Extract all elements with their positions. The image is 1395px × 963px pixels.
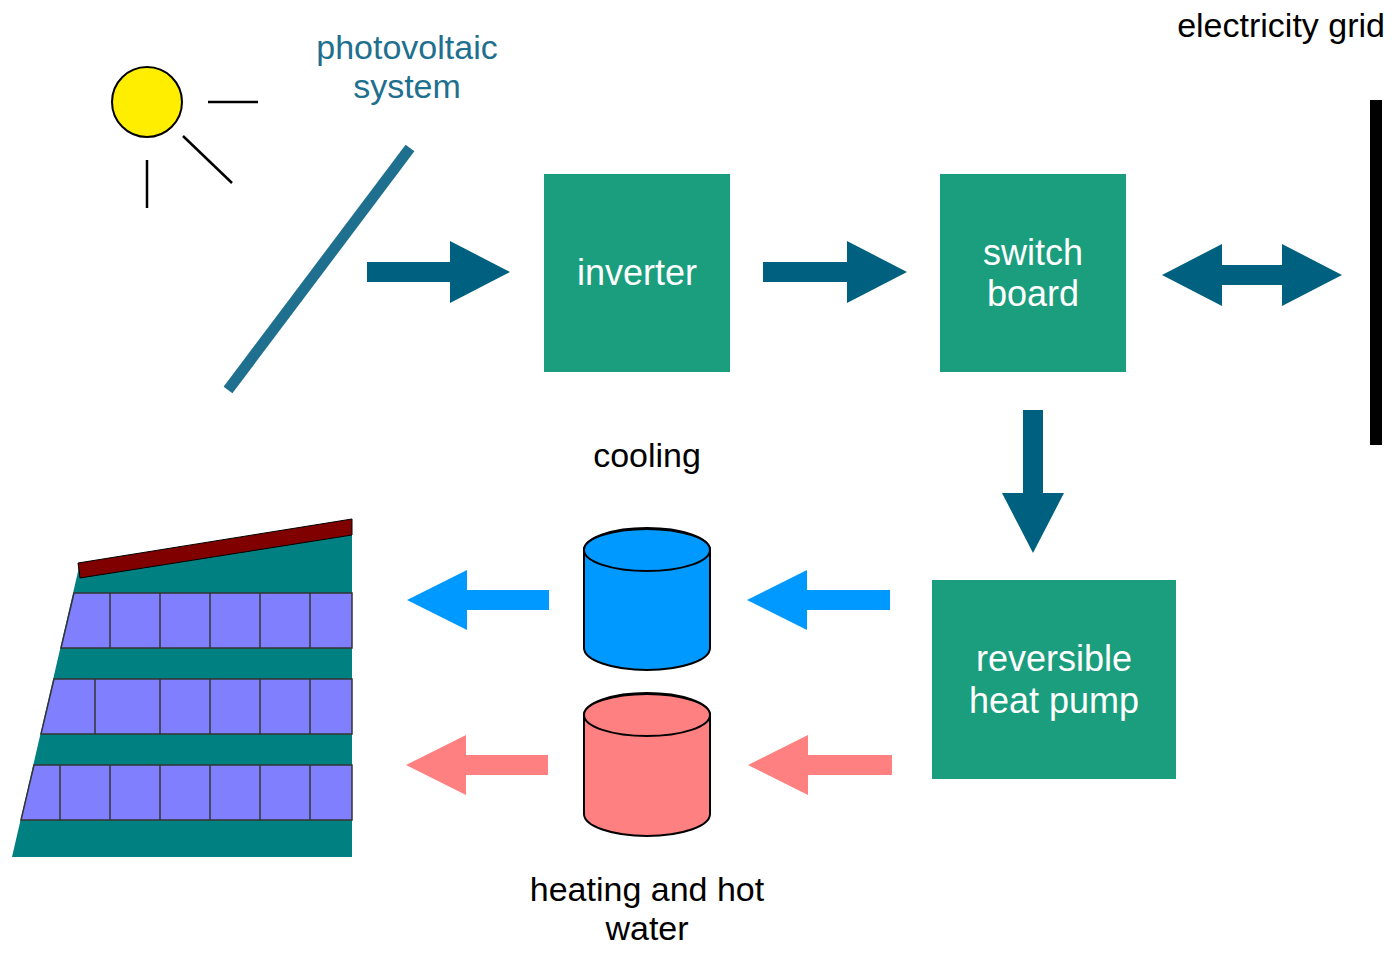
process-box: inverter (544, 174, 730, 372)
arrow-shaft (763, 262, 849, 282)
storage-tank: heating and hot water (582, 693, 712, 838)
window-row (61, 593, 352, 648)
box-label: reversible heat pump (942, 638, 1166, 721)
arrow-shaft (805, 590, 890, 610)
flow-arrow (748, 735, 892, 795)
flow-arrow (747, 570, 890, 630)
box-label: switch board (950, 232, 1116, 315)
building-illustration (12, 519, 352, 857)
window-row (21, 765, 352, 820)
tank-drawing (582, 528, 712, 672)
grid-bar: electricity grid (1370, 100, 1382, 445)
cooling-arrow-head (407, 570, 467, 630)
tank-body (584, 528, 710, 670)
tank-top (584, 694, 710, 736)
window-row (41, 679, 352, 734)
building-body (12, 535, 352, 857)
arrow-head (747, 570, 807, 630)
arrow-head (847, 241, 907, 303)
arrow-head (1002, 493, 1064, 553)
building-roof (78, 519, 352, 578)
process-box: reversible heat pump (932, 580, 1176, 779)
pv-panel: photovoltaic system (225, 145, 365, 395)
window-mullions (60, 593, 310, 820)
process-box: switch board (940, 174, 1126, 372)
storage-tank: cooling (582, 528, 712, 672)
arrow-shaft (806, 755, 892, 775)
supply-arrows (406, 570, 549, 795)
arrow-shaft (367, 262, 452, 282)
sun-ray (146, 160, 149, 208)
pv-panel-line (228, 148, 410, 390)
arrow-head (1162, 244, 1222, 306)
arrow-shaft (1023, 410, 1043, 495)
box-label: inverter (577, 252, 697, 293)
flow-arrow (1002, 410, 1064, 553)
arrow-head (1282, 244, 1342, 306)
tank-top (584, 529, 710, 571)
node-label: photovoltaic system (267, 28, 547, 106)
cooling-arrow-shaft (465, 590, 549, 610)
node-label: electricity grid (1155, 6, 1385, 45)
arrow-head (450, 241, 510, 303)
sun-symbol (112, 67, 258, 208)
flow-arrow (1162, 244, 1342, 306)
sun-ray (208, 101, 258, 104)
sun-disc (112, 67, 182, 137)
arrow-head (748, 735, 808, 795)
arrow-shaft (1220, 265, 1284, 285)
node-label: heating and hot water (527, 870, 767, 948)
tank-drawing (582, 693, 712, 838)
node-label: cooling (527, 436, 767, 475)
pv-panel-drawing (225, 145, 365, 395)
heating-arrow-shaft (464, 755, 548, 775)
flow-arrow (367, 241, 510, 303)
heating-arrow-head (406, 735, 466, 795)
tank-body (584, 693, 710, 836)
sun-ray (183, 136, 232, 183)
flow-arrow (763, 241, 907, 303)
